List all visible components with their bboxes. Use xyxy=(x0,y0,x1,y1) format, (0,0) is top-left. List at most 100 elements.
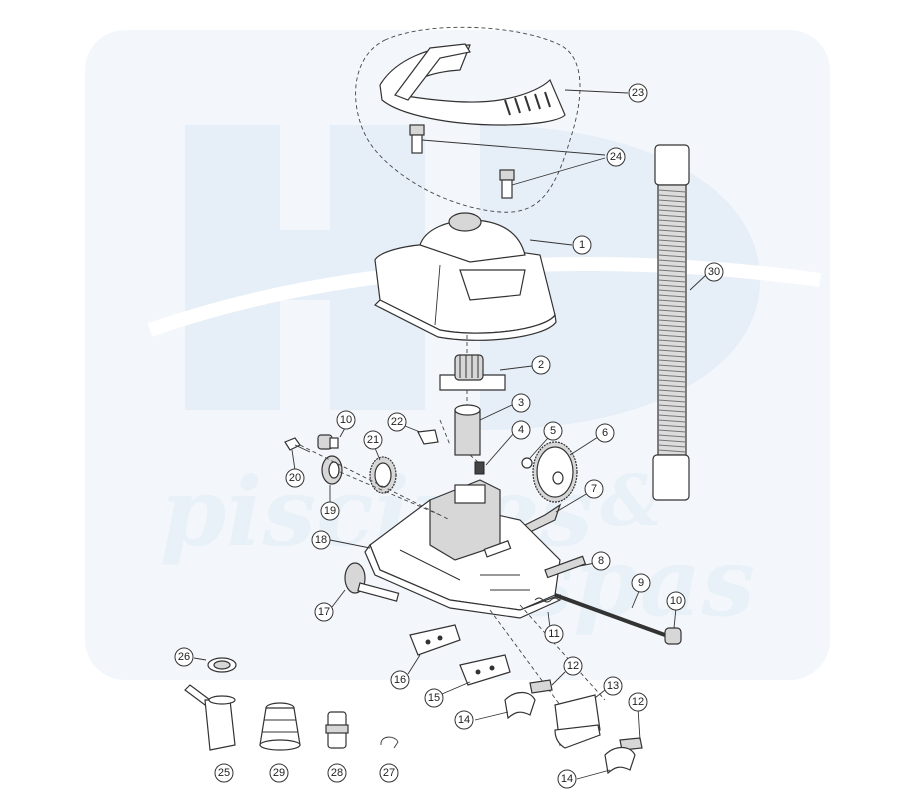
callout-c26: 26 xyxy=(174,647,194,667)
callout-circle xyxy=(454,710,474,730)
callout-circle xyxy=(379,763,399,783)
front-wheel-part xyxy=(321,455,343,485)
callout-c30: 30 xyxy=(704,262,724,282)
callout-number: 14 xyxy=(458,714,470,726)
callout-number: 22 xyxy=(391,416,403,428)
hose-cone-part xyxy=(259,702,301,751)
callout-number: 14 xyxy=(561,773,573,785)
callout-c2: 2 xyxy=(531,355,551,375)
callout-number: 1 xyxy=(579,239,585,251)
callout-circle xyxy=(628,83,648,103)
callout-circle xyxy=(563,656,583,676)
callout-circle xyxy=(285,468,305,488)
callout-number: 17 xyxy=(318,606,330,618)
callout-c12b: 12 xyxy=(628,692,648,712)
callout-c16: 16 xyxy=(390,670,410,690)
hose-connector-part xyxy=(325,711,349,749)
clip-part-a xyxy=(529,679,553,694)
callout-number: 26 xyxy=(178,651,190,663)
callout-number: 3 xyxy=(518,397,524,409)
callout-circle xyxy=(311,530,331,550)
callout-circle xyxy=(572,235,592,255)
callout-c14b: 14 xyxy=(557,769,577,789)
callout-c27: 27 xyxy=(379,763,399,783)
callout-circle xyxy=(363,430,383,450)
callout-c25: 25 xyxy=(214,763,234,783)
small-gear-part xyxy=(474,461,485,475)
adapter-ring-part xyxy=(207,657,237,673)
callout-c7: 7 xyxy=(584,479,604,499)
clip-part-b xyxy=(619,737,643,751)
bumper-part-a xyxy=(504,691,536,720)
callout-number: 9 xyxy=(638,577,644,589)
callout-circle xyxy=(628,692,648,712)
chassis-base-part xyxy=(364,479,561,619)
callout-c4: 4 xyxy=(511,420,531,440)
callout-c23: 23 xyxy=(628,83,648,103)
callout-c28: 28 xyxy=(327,763,347,783)
spring-part xyxy=(534,597,560,603)
callout-number: 24 xyxy=(610,151,622,163)
callout-c10a: 10 xyxy=(336,410,356,430)
callout-number: 6 xyxy=(602,427,608,439)
callout-leaders xyxy=(193,89,707,780)
callout-number: 19 xyxy=(324,505,336,517)
cylinder-part xyxy=(454,404,481,456)
callout-number: 16 xyxy=(394,674,406,686)
axle-part xyxy=(544,555,587,579)
callout-c5: 5 xyxy=(543,421,563,441)
callout-circle xyxy=(666,591,686,611)
callout-circle xyxy=(595,423,615,443)
callout-number: 15 xyxy=(428,692,440,704)
callout-number: 5 xyxy=(550,425,556,437)
callout-circle xyxy=(606,147,626,167)
cover-clip-parts xyxy=(409,124,515,199)
callout-circle xyxy=(336,410,356,430)
callout-number: 25 xyxy=(218,767,230,779)
callout-number: 8 xyxy=(598,555,604,567)
track-guide-part xyxy=(554,694,601,749)
callout-circle xyxy=(531,355,551,375)
callout-number: 27 xyxy=(383,767,395,779)
callout-c3: 3 xyxy=(511,393,531,413)
callout-number: 18 xyxy=(315,534,327,546)
callout-circle xyxy=(174,647,194,667)
callout-number: 12 xyxy=(632,696,644,708)
rear-wheel-axle-part xyxy=(344,562,400,602)
callout-c10b: 10 xyxy=(666,591,686,611)
callout-number: 7 xyxy=(591,483,597,495)
callout-circle xyxy=(631,573,651,593)
callout-c11: 11 xyxy=(544,624,564,644)
callout-c14a: 14 xyxy=(454,710,474,730)
callout-number: 13 xyxy=(607,680,619,692)
cover-group-outline xyxy=(355,26,581,213)
large-gear-part xyxy=(532,441,578,503)
callout-number: 23 xyxy=(632,87,644,99)
callout-circle xyxy=(603,676,623,696)
callout-number: 10 xyxy=(670,595,682,607)
callout-circle xyxy=(269,763,289,783)
callout-circle xyxy=(511,393,531,413)
bumper-part-b xyxy=(604,746,636,775)
callout-c29: 29 xyxy=(269,763,289,783)
callout-number: 21 xyxy=(367,434,379,446)
callout-circle xyxy=(314,602,334,622)
callout-c13: 13 xyxy=(603,676,623,696)
top-cover-part xyxy=(379,43,566,126)
callout-number: 11 xyxy=(548,628,559,640)
callout-circle xyxy=(214,763,234,783)
callout-circle xyxy=(544,624,564,644)
callout-c8: 8 xyxy=(591,551,611,571)
body-housing-part xyxy=(373,212,557,341)
bushing-part-top xyxy=(317,434,339,450)
callout-number: 12 xyxy=(567,660,579,672)
skid-plate-lower-part xyxy=(459,654,511,686)
callout-circle xyxy=(424,688,444,708)
callout-circle xyxy=(591,551,611,571)
callout-c1: 1 xyxy=(572,235,592,255)
retaining-clip-part xyxy=(380,736,399,749)
callout-circle xyxy=(387,412,407,432)
callout-c12a: 12 xyxy=(563,656,583,676)
callout-c9: 9 xyxy=(631,573,651,593)
